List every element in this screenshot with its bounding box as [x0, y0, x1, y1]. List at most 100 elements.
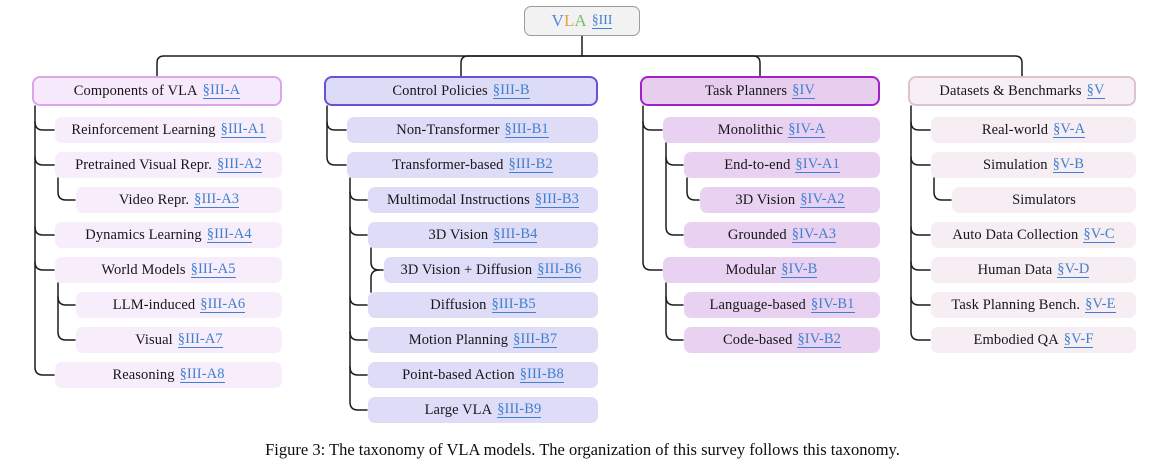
node-label: Visual	[135, 331, 173, 348]
section-ref[interactable]: §IV-A2	[800, 190, 845, 209]
root-label: VLA	[551, 11, 587, 30]
node-3d-vision[interactable]: 3D Vision§IV-A2	[700, 187, 880, 213]
column-head-datasets-and-benchmarks[interactable]: Datasets & Benchmarks§V	[908, 76, 1136, 106]
section-ref[interactable]: §V	[1086, 81, 1105, 100]
section-ref[interactable]: §III-A	[202, 81, 241, 100]
node-label: Multimodal Instructions	[386, 191, 530, 208]
node-llm-induced[interactable]: LLM-induced§III-A6	[76, 292, 282, 318]
node-label: Non-Transformer	[396, 121, 500, 138]
node-human-data[interactable]: Human Data§V-D	[931, 257, 1136, 283]
section-ref[interactable]: §III-A7	[177, 330, 223, 349]
section-ref[interactable]: §V-D	[1057, 260, 1090, 279]
node-reasoning[interactable]: Reasoning§III-A8	[55, 362, 282, 388]
node-grounded[interactable]: Grounded§IV-A3	[684, 222, 880, 248]
figure-caption: Figure 3: The taxonomy of VLA models. Th…	[265, 440, 900, 459]
node-label: Simulators	[1012, 191, 1076, 208]
section-ref[interactable]: §III-B	[492, 81, 530, 100]
section-ref[interactable]: §V-F	[1063, 330, 1094, 349]
node-dynamics-learning[interactable]: Dynamics Learning§III-A4	[55, 222, 282, 248]
section-ref[interactable]: §IV	[792, 81, 815, 100]
column-head-task-planners[interactable]: Task Planners§IV	[640, 76, 880, 106]
node-large-vla[interactable]: Large VLA§III-B9	[368, 397, 598, 423]
node-label: Monolithic	[717, 121, 784, 138]
node-label: Transformer-based	[392, 156, 504, 173]
column-head-label: Control Policies	[392, 82, 488, 99]
node-embodied-qa[interactable]: Embodied QA§V-F	[931, 327, 1136, 353]
node-label: 3D Vision	[735, 191, 796, 208]
node-label: Task Planning Bench.	[951, 296, 1081, 313]
node-visual[interactable]: Visual§III-A7	[76, 327, 282, 353]
column-head-label: Components of VLA	[73, 82, 198, 99]
section-ref[interactable]: §III-A5	[190, 260, 236, 279]
node-label: 3D Vision + Diffusion	[400, 261, 533, 278]
node-label: Video Repr.	[118, 191, 190, 208]
section-ref[interactable]: §III-A8	[179, 365, 225, 384]
section-ref[interactable]: §III-B8	[519, 365, 564, 384]
node-pretrained-visual-repr[interactable]: Pretrained Visual Repr.§III-A2	[55, 152, 282, 178]
node-label: Dynamics Learning	[85, 226, 202, 243]
node-non-transformer[interactable]: Non-Transformer§III-B1	[347, 117, 598, 143]
node-video-repr[interactable]: Video Repr.§III-A3	[76, 187, 282, 213]
node-real-world[interactable]: Real-world§V-A	[931, 117, 1136, 143]
node-label: Reasoning	[112, 366, 175, 383]
node-auto-data-collection[interactable]: Auto Data Collection§V-C	[931, 222, 1136, 248]
section-ref[interactable]: §IV-A	[788, 120, 826, 139]
node-multimodal-instructions[interactable]: Multimodal Instructions§III-B3	[368, 187, 598, 213]
node-label: Motion Planning	[408, 331, 509, 348]
section-ref[interactable]: §III-A1	[220, 120, 266, 139]
section-ref[interactable]: §IV-B2	[797, 330, 842, 349]
section-ref[interactable]: §IV-B1	[810, 295, 855, 314]
node-task-planning-bench[interactable]: Task Planning Bench.§V-E	[931, 292, 1136, 318]
section-ref[interactable]: §III-B1	[504, 120, 549, 139]
column-head-control-policies[interactable]: Control Policies§III-B	[324, 76, 598, 106]
section-ref[interactable]: §III-A3	[194, 190, 240, 209]
node-label: Large VLA	[424, 401, 493, 418]
section-ref[interactable]: §V-C	[1083, 225, 1115, 244]
node-diffusion[interactable]: Diffusion§III-B5	[368, 292, 598, 318]
node-label: Language-based	[709, 296, 806, 313]
node-label: World Models	[101, 261, 186, 278]
node-simulators[interactable]: Simulators	[952, 187, 1136, 213]
section-ref[interactable]: §III-A6	[200, 295, 246, 314]
node-3d-vision-diffusion[interactable]: 3D Vision + Diffusion§III-B6	[384, 257, 598, 283]
node-motion-planning[interactable]: Motion Planning§III-B7	[368, 327, 598, 353]
node-simulation[interactable]: Simulation§V-B	[931, 152, 1136, 178]
section-ref[interactable]: §III-B2	[508, 155, 553, 174]
node-label: 3D Vision	[428, 226, 489, 243]
node-reinforcement-learning[interactable]: Reinforcement Learning§III-A1	[55, 117, 282, 143]
node-3d-vision[interactable]: 3D Vision§III-B4	[368, 222, 598, 248]
section-ref[interactable]: §IV-B	[781, 260, 818, 279]
section-ref[interactable]: §V-E	[1085, 295, 1116, 314]
node-label: LLM-induced	[112, 296, 196, 313]
section-ref[interactable]: §III-B7	[513, 330, 558, 349]
node-label: Code-based	[722, 331, 793, 348]
column-head-label: Task Planners	[705, 82, 788, 99]
section-ref[interactable]: §III-A4	[206, 225, 252, 244]
root-section-ref[interactable]: §III	[591, 12, 613, 29]
node-label: Modular	[725, 261, 777, 278]
node-modular[interactable]: Modular§IV-B	[663, 257, 880, 283]
section-ref[interactable]: §III-B9	[497, 400, 542, 419]
node-transformer-based[interactable]: Transformer-based§III-B2	[347, 152, 598, 178]
section-ref[interactable]: §IV-A1	[795, 155, 840, 174]
section-ref[interactable]: §III-B6	[537, 260, 582, 279]
node-label: Embodied QA	[973, 331, 1059, 348]
node-label: Real-world	[981, 121, 1049, 138]
section-ref[interactable]: §III-B4	[493, 225, 538, 244]
node-language-based[interactable]: Language-based§IV-B1	[684, 292, 880, 318]
column-head-components-of-vla[interactable]: Components of VLA§III-A	[32, 76, 282, 106]
section-ref[interactable]: §V-A	[1053, 120, 1086, 139]
node-point-based-action[interactable]: Point-based Action§III-B8	[368, 362, 598, 388]
section-ref[interactable]: §IV-A3	[791, 225, 837, 244]
section-ref[interactable]: §III-A2	[216, 155, 262, 174]
node-end-to-end[interactable]: End-to-end§IV-A1	[684, 152, 880, 178]
node-world-models[interactable]: World Models§III-A5	[55, 257, 282, 283]
node-label: Diffusion	[430, 296, 487, 313]
section-ref[interactable]: §III-B5	[491, 295, 536, 314]
node-code-based[interactable]: Code-based§IV-B2	[684, 327, 880, 353]
node-monolithic[interactable]: Monolithic§IV-A	[663, 117, 880, 143]
section-ref[interactable]: §III-B3	[534, 190, 580, 209]
root-node-vla[interactable]: VLA§III	[524, 6, 640, 36]
section-ref[interactable]: §V-B	[1052, 155, 1084, 174]
